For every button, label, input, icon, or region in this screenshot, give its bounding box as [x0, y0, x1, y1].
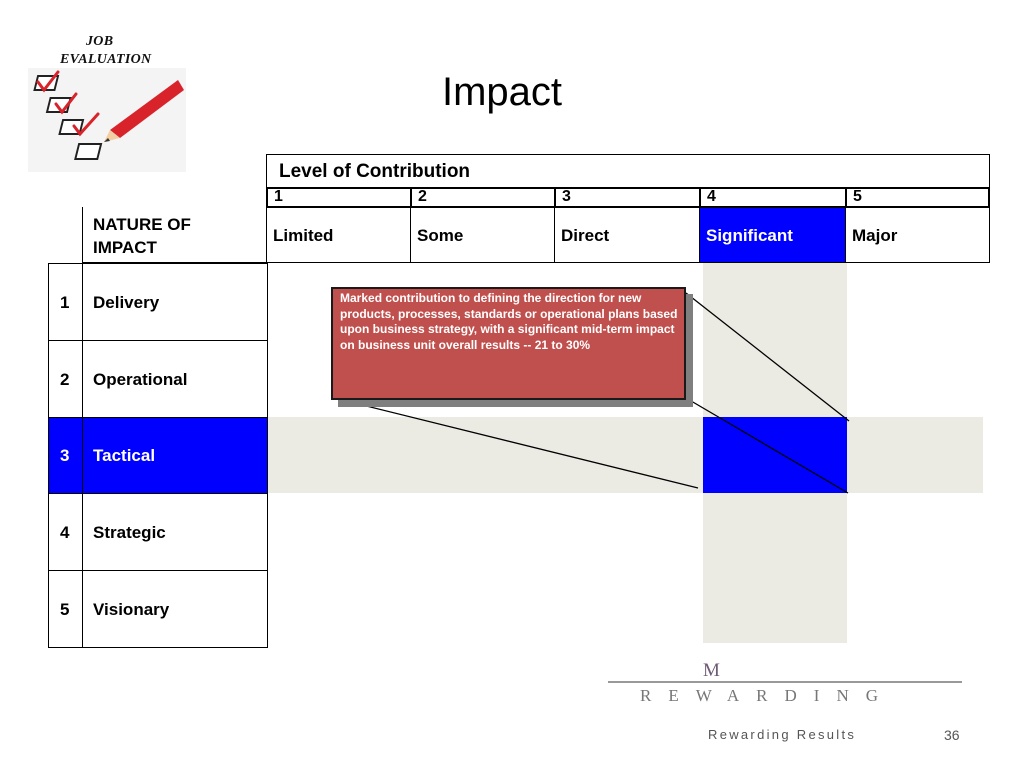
connector-line-lower	[333, 397, 699, 489]
connector-line-upper	[685, 292, 850, 422]
connector-line-middle	[685, 397, 849, 494]
significant-tactical-callout: Marked contribution to defining the dire…	[331, 287, 686, 400]
level-of-contribution-label: Level of Contribution	[279, 161, 471, 182]
page-number: 36	[944, 727, 960, 743]
checklist-pencil-icon	[28, 68, 186, 172]
page-title: Impact	[442, 70, 563, 114]
level-name-major: Major	[845, 207, 990, 263]
highlight-intersection	[703, 417, 847, 493]
row-num-tactical: 3	[48, 417, 83, 494]
brand-divider	[608, 681, 962, 683]
level-name-significant: Significant	[699, 207, 846, 263]
job-evaluation-logo: JOB EVALUATION	[28, 30, 186, 172]
logo-line-2: EVALUATION	[60, 52, 152, 67]
row-name-tactical: Tactical	[82, 417, 268, 494]
nature-of-impact-label: NATURE OF IMPACT	[93, 215, 191, 257]
brand-tagline: Rewarding Results	[708, 727, 857, 742]
row-name-visionary: Visionary	[82, 570, 268, 648]
logo-line-1: JOB	[86, 34, 114, 49]
nature-of-impact-header: NATURE OF IMPACT	[82, 207, 268, 263]
brand-monogram: M	[703, 660, 720, 681]
shade-band-row-tactical	[268, 417, 983, 493]
brand-wordmark: REWARDING	[640, 686, 895, 705]
callout-text: Marked contribution to defining the dire…	[340, 291, 678, 352]
